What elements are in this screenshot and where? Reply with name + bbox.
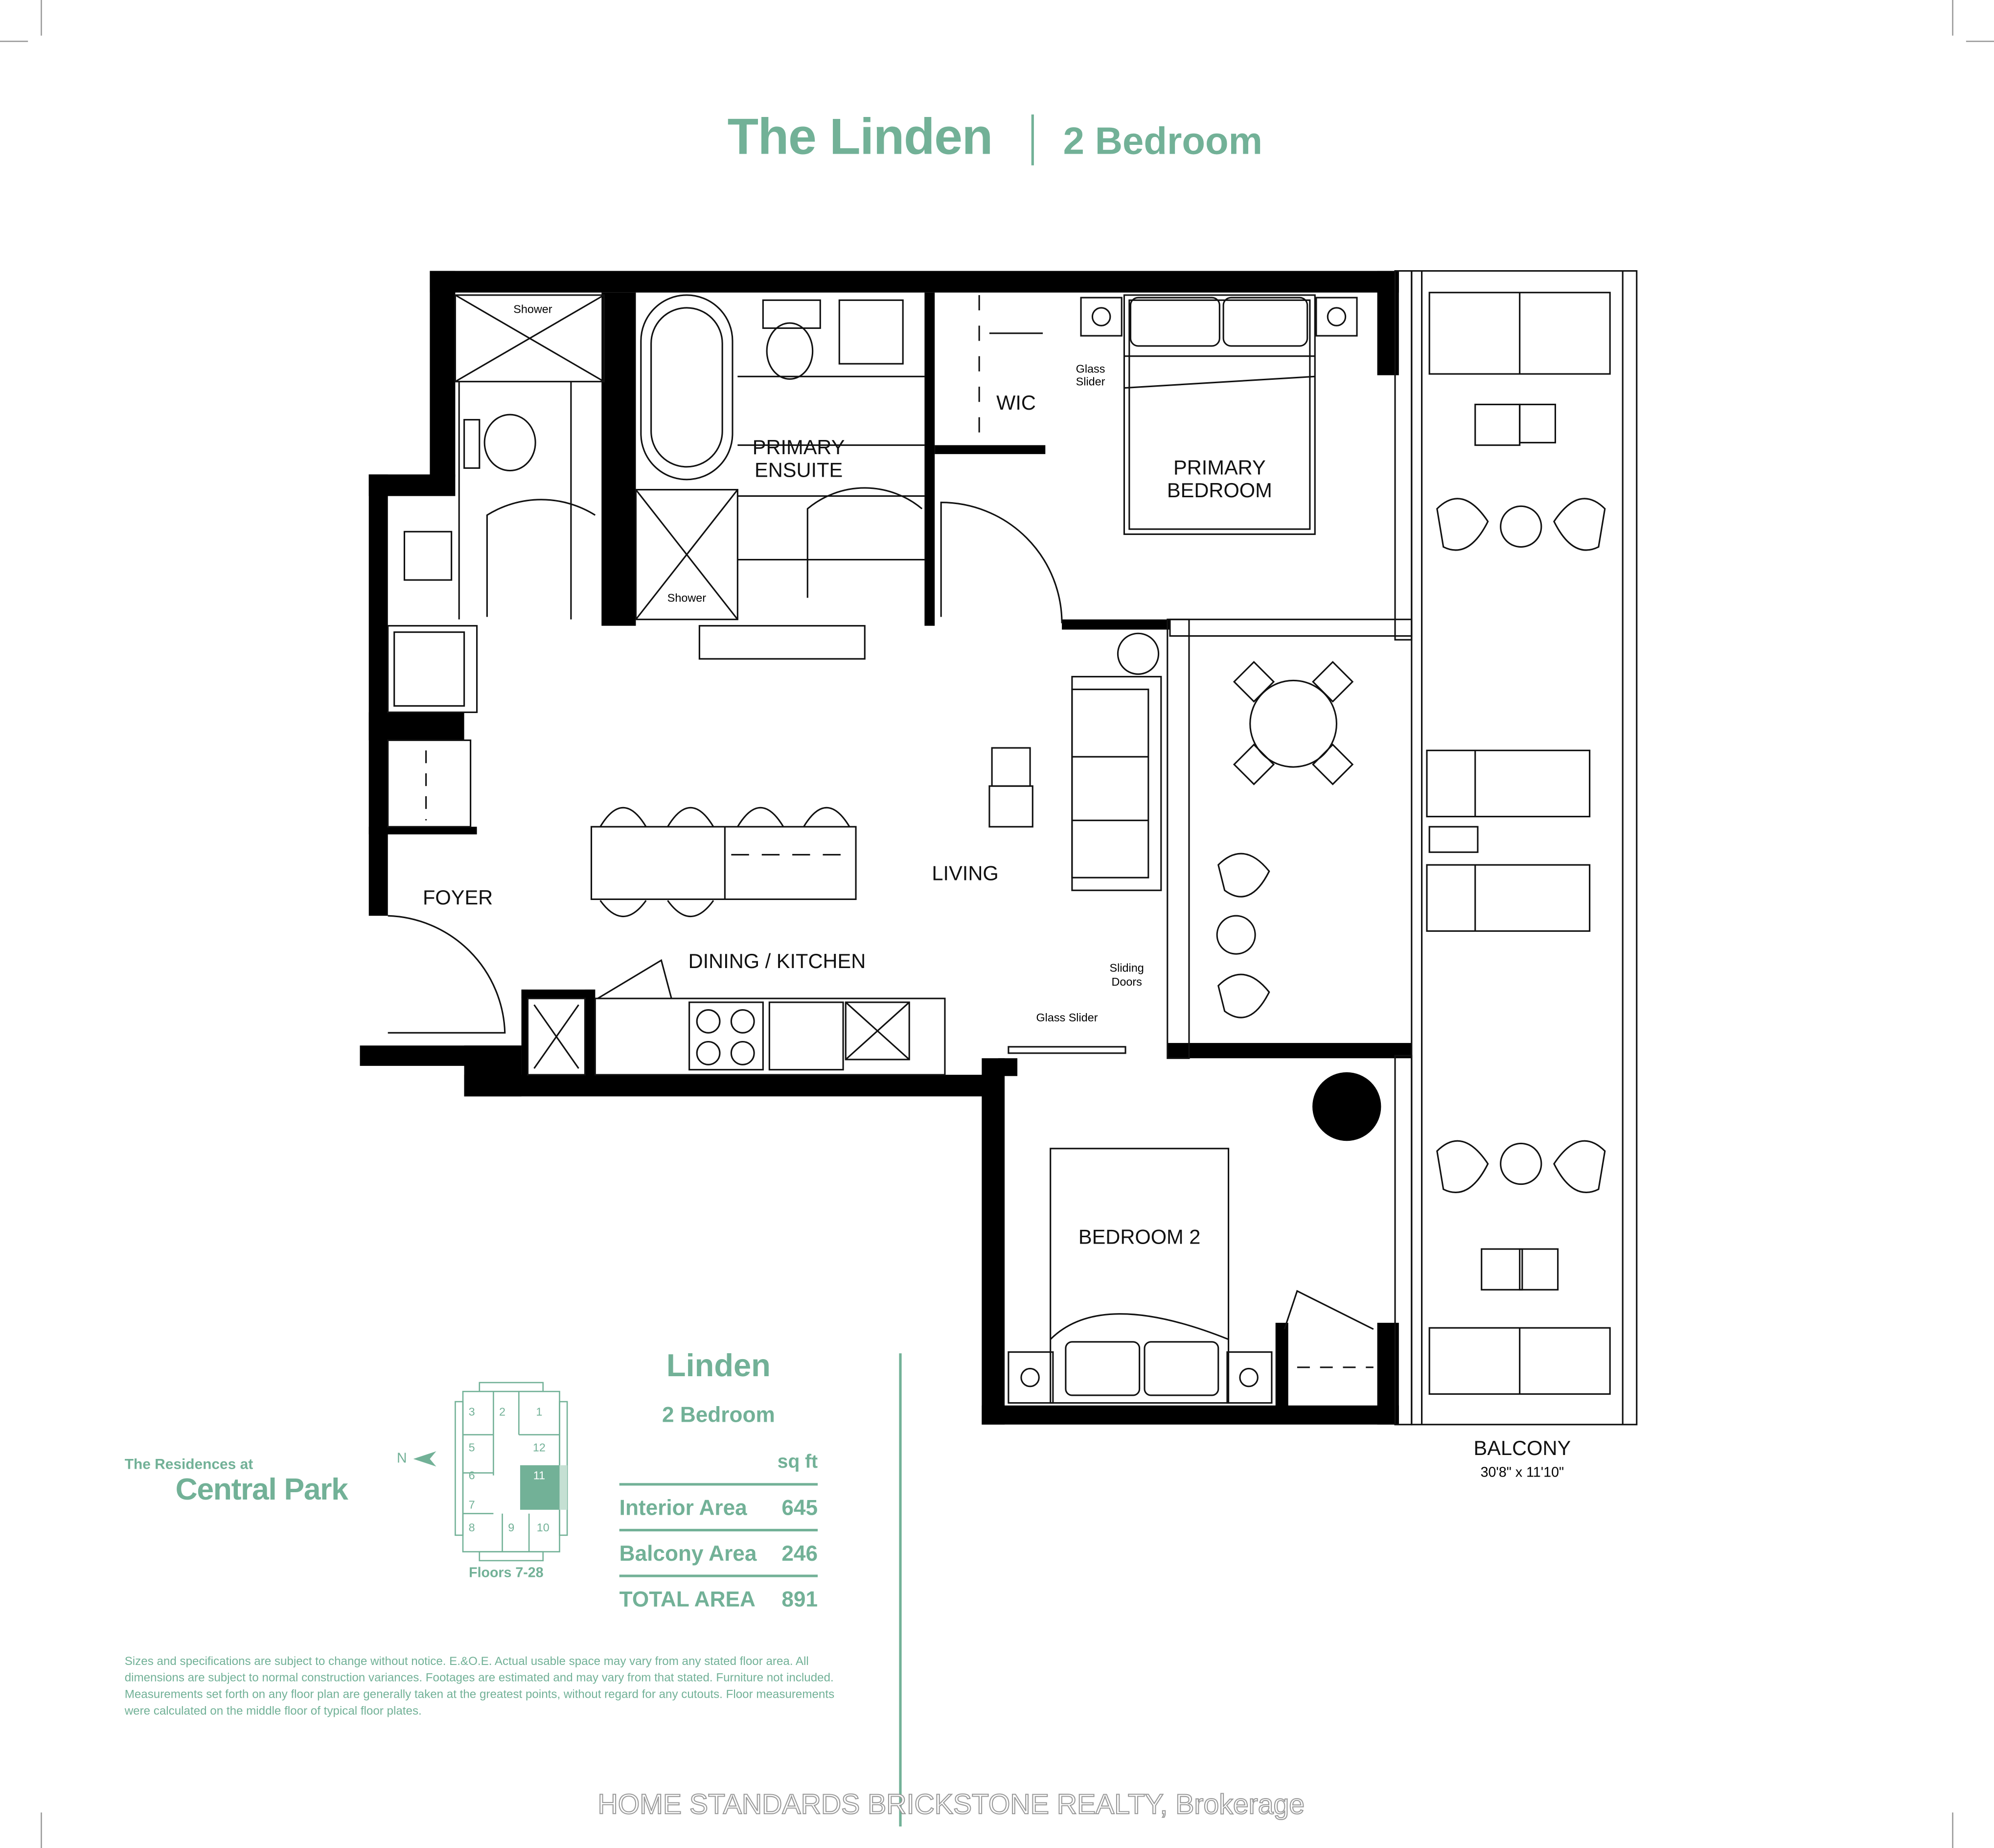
- unit-number: 3: [469, 1406, 475, 1418]
- crop-mark: [41, 0, 42, 36]
- label-glass-slider: Glass Slider: [1036, 1011, 1098, 1024]
- unit-number: 10: [537, 1521, 550, 1534]
- unit-number: 6: [469, 1469, 475, 1482]
- room-label-foyer: FOYER: [423, 886, 493, 909]
- key-plate-units: 3 2 1 5 12 6 11 7 8 9 10: [469, 1406, 550, 1534]
- north-label: N: [397, 1451, 407, 1466]
- watermark: HOME STANDARDS BRICKSTONE REALTY, Broker…: [597, 1788, 1305, 1821]
- crop-mark: [0, 41, 28, 42]
- room-label-shower: Shower: [513, 302, 552, 315]
- unit-number: 1: [536, 1406, 542, 1418]
- unit-number: 11: [533, 1469, 545, 1482]
- area-row-interior: Interior Area 645: [619, 1496, 818, 1521]
- room-label-balcony: BALCONY: [1474, 1436, 1571, 1459]
- floors-label: Floors 7-28: [469, 1565, 544, 1581]
- room-label-primary-bedroom: BEDROOM: [1167, 479, 1272, 502]
- area-label: TOTAL AREA: [619, 1587, 756, 1612]
- label-sliding-doors: Sliding: [1110, 962, 1144, 974]
- label-glass-slider: Slider: [1076, 375, 1105, 388]
- room-label-living: LIVING: [932, 861, 998, 884]
- unit-name: Linden: [666, 1348, 771, 1384]
- label-glass-slider: Glass: [1076, 362, 1105, 375]
- crop-mark: [1952, 1812, 1953, 1848]
- crop-mark: [1952, 0, 1953, 36]
- page-title: The Linden: [727, 109, 993, 165]
- room-label-bedroom-2: BEDROOM 2: [1078, 1225, 1201, 1248]
- unit-number: 8: [469, 1521, 475, 1534]
- room-label-wic: WIC: [996, 391, 1036, 414]
- walls: [360, 271, 1412, 1425]
- room-label-shower: Shower: [667, 591, 706, 604]
- label-sliding-doors: Doors: [1111, 975, 1142, 988]
- brand-line-1: The Residences at: [124, 1457, 253, 1473]
- room-label-dining-kitchen: DINING / KITCHEN: [688, 949, 866, 972]
- area-label: Balcony Area: [619, 1541, 757, 1566]
- unit-number: 7: [469, 1498, 475, 1511]
- fixtures-and-furniture: [387, 270, 1638, 1426]
- room-label-primary-bedroom: PRIMARY: [1173, 456, 1266, 479]
- unit-number: 5: [469, 1441, 475, 1454]
- key-plate-highlight: [520, 1465, 560, 1510]
- area-label: Interior Area: [619, 1496, 747, 1520]
- area-row-total: TOTAL AREA 891: [619, 1587, 818, 1613]
- disclaimer: Sizes and specifications are subject to …: [124, 1655, 835, 1717]
- title-divider: [1031, 114, 1034, 165]
- vertical-divider: [899, 1353, 901, 1827]
- unit-type: 2 Bedroom: [662, 1403, 775, 1427]
- divider: [619, 1574, 818, 1577]
- crop-mark: [41, 1812, 42, 1848]
- column: [1312, 1072, 1381, 1141]
- divider: [619, 1528, 818, 1532]
- area-row-balcony: Balcony Area 246: [619, 1542, 818, 1567]
- key-plate-balcony: [559, 1465, 568, 1510]
- area-value: 891: [781, 1587, 818, 1612]
- brand-line-2: Central Park: [175, 1473, 348, 1507]
- unit-number: 9: [508, 1521, 514, 1534]
- area-value: 246: [781, 1541, 818, 1566]
- room-label-primary-ensuite: PRIMARY: [753, 436, 845, 459]
- page-subtitle: 2 Bedroom: [1063, 120, 1262, 163]
- north-arrow-icon: [413, 1451, 436, 1467]
- unit-number: 2: [499, 1406, 505, 1418]
- crop-mark: [1966, 41, 1994, 42]
- divider: [619, 1483, 818, 1486]
- area-value: 645: [781, 1496, 818, 1520]
- unit-header: sq ft: [777, 1451, 818, 1473]
- unit-number: 12: [533, 1441, 546, 1454]
- balcony-dimensions: 30'8" x 11'10": [1481, 1464, 1564, 1480]
- room-label-primary-ensuite: ENSUITE: [755, 459, 843, 482]
